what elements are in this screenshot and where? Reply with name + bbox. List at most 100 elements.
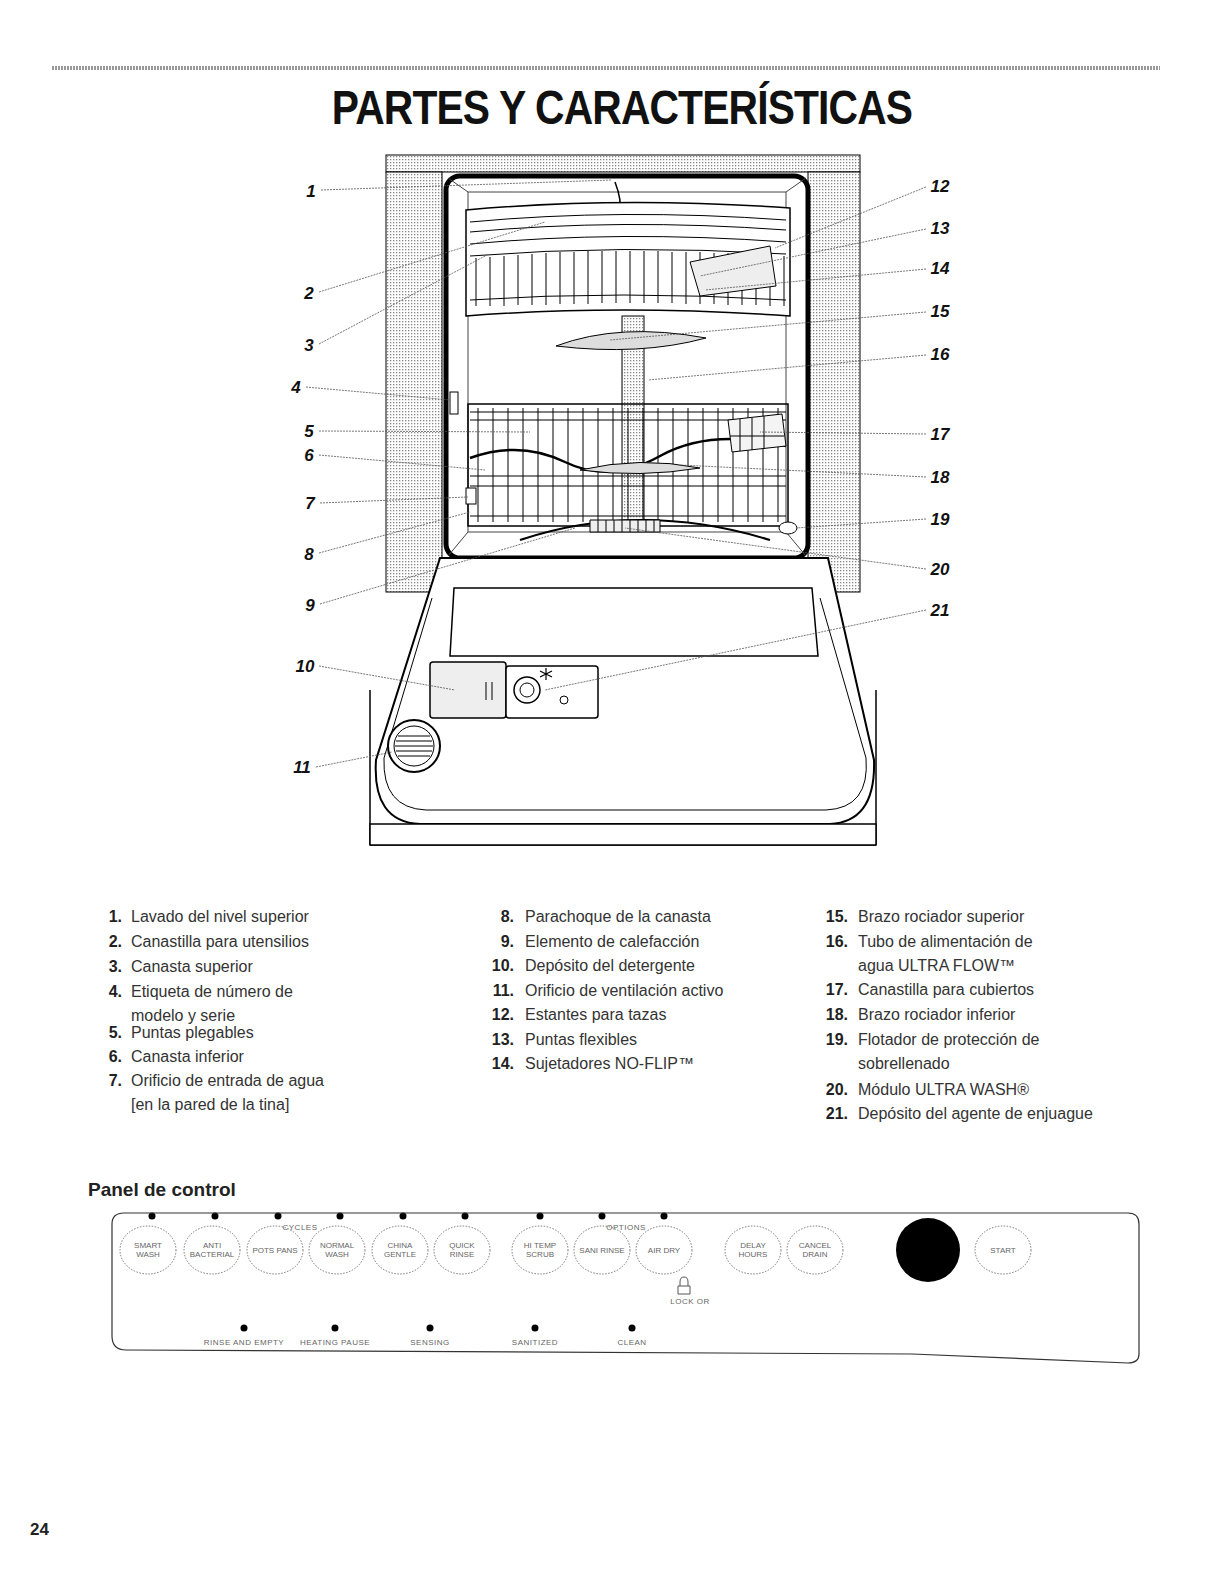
dispenser-latch [486, 682, 492, 700]
part-name: Orificio de ventilación activo [525, 979, 723, 1003]
callout-number: 1 [306, 183, 315, 200]
vent [388, 720, 440, 772]
part-name: Brazo rociador inferior [858, 1003, 1015, 1027]
rinse-aid-cap [514, 677, 540, 703]
cycle-button: QUICK RINSE [433, 1225, 491, 1275]
part-number: 6. [88, 1045, 122, 1069]
control-button: DELAY HOURS [724, 1225, 782, 1275]
water-inlet [466, 488, 476, 504]
callout-number: 20 [931, 561, 950, 578]
leader-line [625, 528, 926, 569]
button-label: QUICK RINSE [438, 1241, 486, 1259]
indicator-label: CLEAN [617, 1339, 646, 1347]
indicator-led [241, 1325, 248, 1332]
part-number: 7. [88, 1069, 122, 1093]
button-label: CHINA GENTLE [376, 1241, 424, 1259]
button-outline [434, 1226, 490, 1274]
detergent-dispenser [430, 662, 506, 718]
button-outline [184, 1226, 240, 1274]
part-number: 1. [88, 905, 122, 929]
leader-line [320, 497, 468, 503]
indicator-label: HEATING PAUSE [300, 1339, 370, 1347]
model-label [450, 392, 458, 414]
tub-frame [446, 176, 808, 558]
callout-number: 15 [931, 303, 950, 320]
callout-number: 16 [931, 346, 950, 363]
part-number: 18. [814, 1003, 848, 1027]
callout-number: 5 [304, 423, 313, 440]
indicator-led [532, 1325, 539, 1332]
indicator-led [332, 1325, 339, 1332]
part-name: Puntas plegables [131, 1021, 254, 1045]
indicator-label: RINSE AND EMPTY [204, 1339, 284, 1347]
button-label: HI TEMP SCRUB [516, 1241, 564, 1259]
callout-number: 14 [931, 260, 950, 277]
leader-line [775, 187, 926, 248]
part-name: Lavado del nivel superior [131, 905, 309, 929]
cycle-button: CHINA GENTLE [371, 1225, 429, 1275]
part-number: 8. [480, 905, 514, 929]
cup-shelf [690, 246, 776, 296]
option-button: SANI RINSE [573, 1225, 631, 1275]
leader-line [700, 229, 926, 276]
part-name: Puntas flexibles [525, 1028, 637, 1052]
rinse-aid-cap [520, 683, 534, 697]
option-button: HI TEMP SCRUB [511, 1225, 569, 1275]
button-outline [309, 1226, 365, 1274]
button-label: SMART WASH [124, 1241, 172, 1259]
callout-number: 4 [291, 379, 300, 396]
callout-number: 17 [931, 426, 950, 443]
heating-element [520, 520, 770, 540]
leader-line [760, 432, 926, 434]
part-number: 12. [480, 1003, 514, 1027]
leader-line [319, 512, 470, 553]
callout-number: 9 [305, 597, 314, 614]
leader-line [316, 752, 392, 767]
door [376, 558, 874, 824]
overfill-float [779, 522, 797, 534]
button-outline [574, 1226, 630, 1274]
group-label: CYCLES [282, 1224, 317, 1232]
part-number: 4. [88, 980, 122, 1004]
button-label: POTS PANS [251, 1246, 299, 1255]
button-label: AIR DRY [640, 1246, 688, 1255]
part-name: Tubo de alimentación de agua ULTRA FLOW™ [858, 930, 1043, 978]
page-number: 24 [30, 1520, 49, 1540]
callout-number: 19 [931, 511, 950, 528]
callout-number: 8 [304, 546, 313, 563]
part-name: Módulo ULTRA WASH® [858, 1078, 1029, 1102]
vent-grille [395, 736, 433, 756]
wash-module [590, 520, 660, 532]
spray-arm [580, 462, 700, 473]
part-number: 2. [88, 930, 122, 954]
silverware-basket [728, 414, 786, 452]
cycle-button: NORMAL WASH [308, 1225, 366, 1275]
part-number: 17. [814, 978, 848, 1002]
leader-line [648, 355, 926, 380]
button-outline [512, 1226, 568, 1274]
part-name: Etiqueta de número de modelo y serie [131, 980, 306, 1028]
group-label: OPTIONS [606, 1224, 646, 1232]
cabinet-edge [369, 690, 371, 845]
callout-number: 2 [304, 285, 313, 302]
side-panel [386, 172, 442, 592]
button-outline [725, 1226, 781, 1274]
indicator-window [560, 696, 568, 704]
leader-line [705, 269, 926, 290]
cycle-button: SMART WASH [119, 1225, 177, 1275]
cycle-button: POTS PANS [246, 1225, 304, 1275]
indicator-label: SENSING [410, 1339, 450, 1347]
leader-line [321, 180, 612, 190]
callout-number: 7 [305, 495, 314, 512]
section-heading: Panel de control [88, 1179, 236, 1201]
door-liner [384, 598, 866, 810]
cabinet-edge [875, 690, 877, 845]
leader-line [610, 312, 926, 340]
part-number: 5. [88, 1021, 122, 1045]
indicator-led [427, 1325, 434, 1332]
part-name: Parachoque de la canasta [525, 905, 711, 929]
part-name: Brazo rociador superior [858, 905, 1024, 929]
part-name: Canasta inferior [131, 1045, 244, 1069]
option-note: LOCK OR [670, 1298, 710, 1306]
